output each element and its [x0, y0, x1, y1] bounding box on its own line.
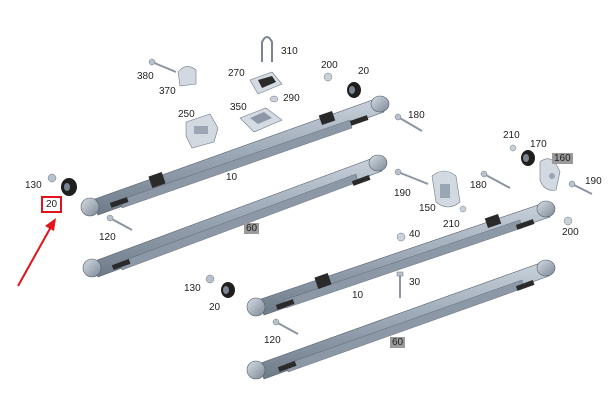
callout-150[interactable]: 150 — [419, 203, 436, 214]
callout-200-top[interactable]: 200 — [321, 60, 338, 71]
callout-210-right[interactable]: 210 — [503, 130, 520, 141]
leaf-spring-upper-right[interactable] — [246, 200, 556, 317]
nut-200-right[interactable] — [563, 216, 573, 226]
bracket-250[interactable] — [185, 113, 219, 149]
bolt-190-right[interactable] — [568, 180, 593, 195]
callout-190-right[interactable]: 190 — [585, 176, 602, 187]
bolt-180-top[interactable] — [394, 113, 423, 132]
callout-30[interactable]: 30 — [409, 277, 421, 288]
callout-180-top[interactable]: 180 — [408, 110, 425, 121]
shackle-160[interactable] — [539, 158, 561, 191]
bushing-20-left[interactable] — [61, 178, 77, 196]
callout-20-top[interactable]: 20 — [358, 66, 370, 77]
callout-120-left[interactable]: 120 — [99, 232, 116, 243]
leaf-spring-upper-left[interactable] — [80, 95, 390, 217]
callout-200-right[interactable]: 200 — [562, 227, 579, 238]
callout-210-middle[interactable]: 210 — [443, 219, 460, 230]
callout-310[interactable]: 310 — [281, 46, 298, 57]
callout-290[interactable]: 290 — [283, 93, 300, 104]
callout-60-upper[interactable]: 60 — [244, 223, 260, 234]
callout-60-lower[interactable]: 60 — [390, 337, 406, 348]
leaf-spring-lower-right[interactable] — [246, 259, 556, 380]
callout-10-upper[interactable]: 10 — [226, 172, 238, 183]
plate-350[interactable] — [239, 107, 283, 133]
callout-120-lower[interactable]: 120 — [264, 335, 281, 346]
callout-130-left[interactable]: 130 — [25, 180, 42, 191]
washer-130-middle[interactable] — [205, 274, 215, 284]
bolt-190-middle[interactable] — [394, 168, 429, 185]
bushing-20-top[interactable] — [347, 82, 361, 98]
bolt-380[interactable] — [148, 58, 177, 73]
callout-380[interactable]: 380 — [137, 71, 154, 82]
callout-130-middle[interactable]: 130 — [184, 283, 201, 294]
washer-130-left[interactable] — [47, 173, 57, 183]
callout-190-middle[interactable]: 190 — [394, 188, 411, 199]
nut-200-top[interactable] — [323, 72, 333, 82]
callout-20-middle[interactable]: 20 — [209, 302, 221, 313]
callout-270[interactable]: 270 — [228, 68, 245, 79]
callout-180-middle[interactable]: 180 — [470, 180, 487, 191]
cap-370[interactable] — [177, 66, 197, 87]
plate-270[interactable] — [249, 71, 283, 95]
callout-370[interactable]: 370 — [159, 86, 176, 97]
nut-40[interactable] — [396, 232, 406, 242]
callout-20-selected[interactable]: 20 — [41, 196, 63, 213]
bushing-20-middle[interactable] — [221, 282, 235, 298]
shackle-150[interactable] — [431, 170, 461, 208]
callout-160[interactable]: 160 — [552, 153, 573, 164]
washer-210-middle[interactable] — [459, 205, 467, 213]
callout-170[interactable]: 170 — [530, 139, 547, 150]
washer-210-right[interactable] — [509, 144, 517, 152]
callout-40[interactable]: 40 — [409, 229, 421, 240]
bolt-180-middle[interactable] — [480, 170, 511, 189]
leaf-spring-lower-left[interactable] — [82, 154, 388, 278]
bolt-30[interactable] — [396, 271, 404, 298]
selection-arrow — [17, 218, 56, 287]
u-bolt[interactable] — [261, 36, 273, 62]
callout-10-lower[interactable]: 10 — [352, 290, 364, 301]
nut-290[interactable] — [269, 95, 279, 103]
bolt-120-lower[interactable] — [272, 318, 299, 335]
bushing-170[interactable] — [521, 150, 535, 166]
callout-350[interactable]: 350 — [230, 102, 247, 113]
bolt-120-left[interactable] — [106, 214, 133, 231]
callout-250[interactable]: 250 — [178, 109, 195, 120]
